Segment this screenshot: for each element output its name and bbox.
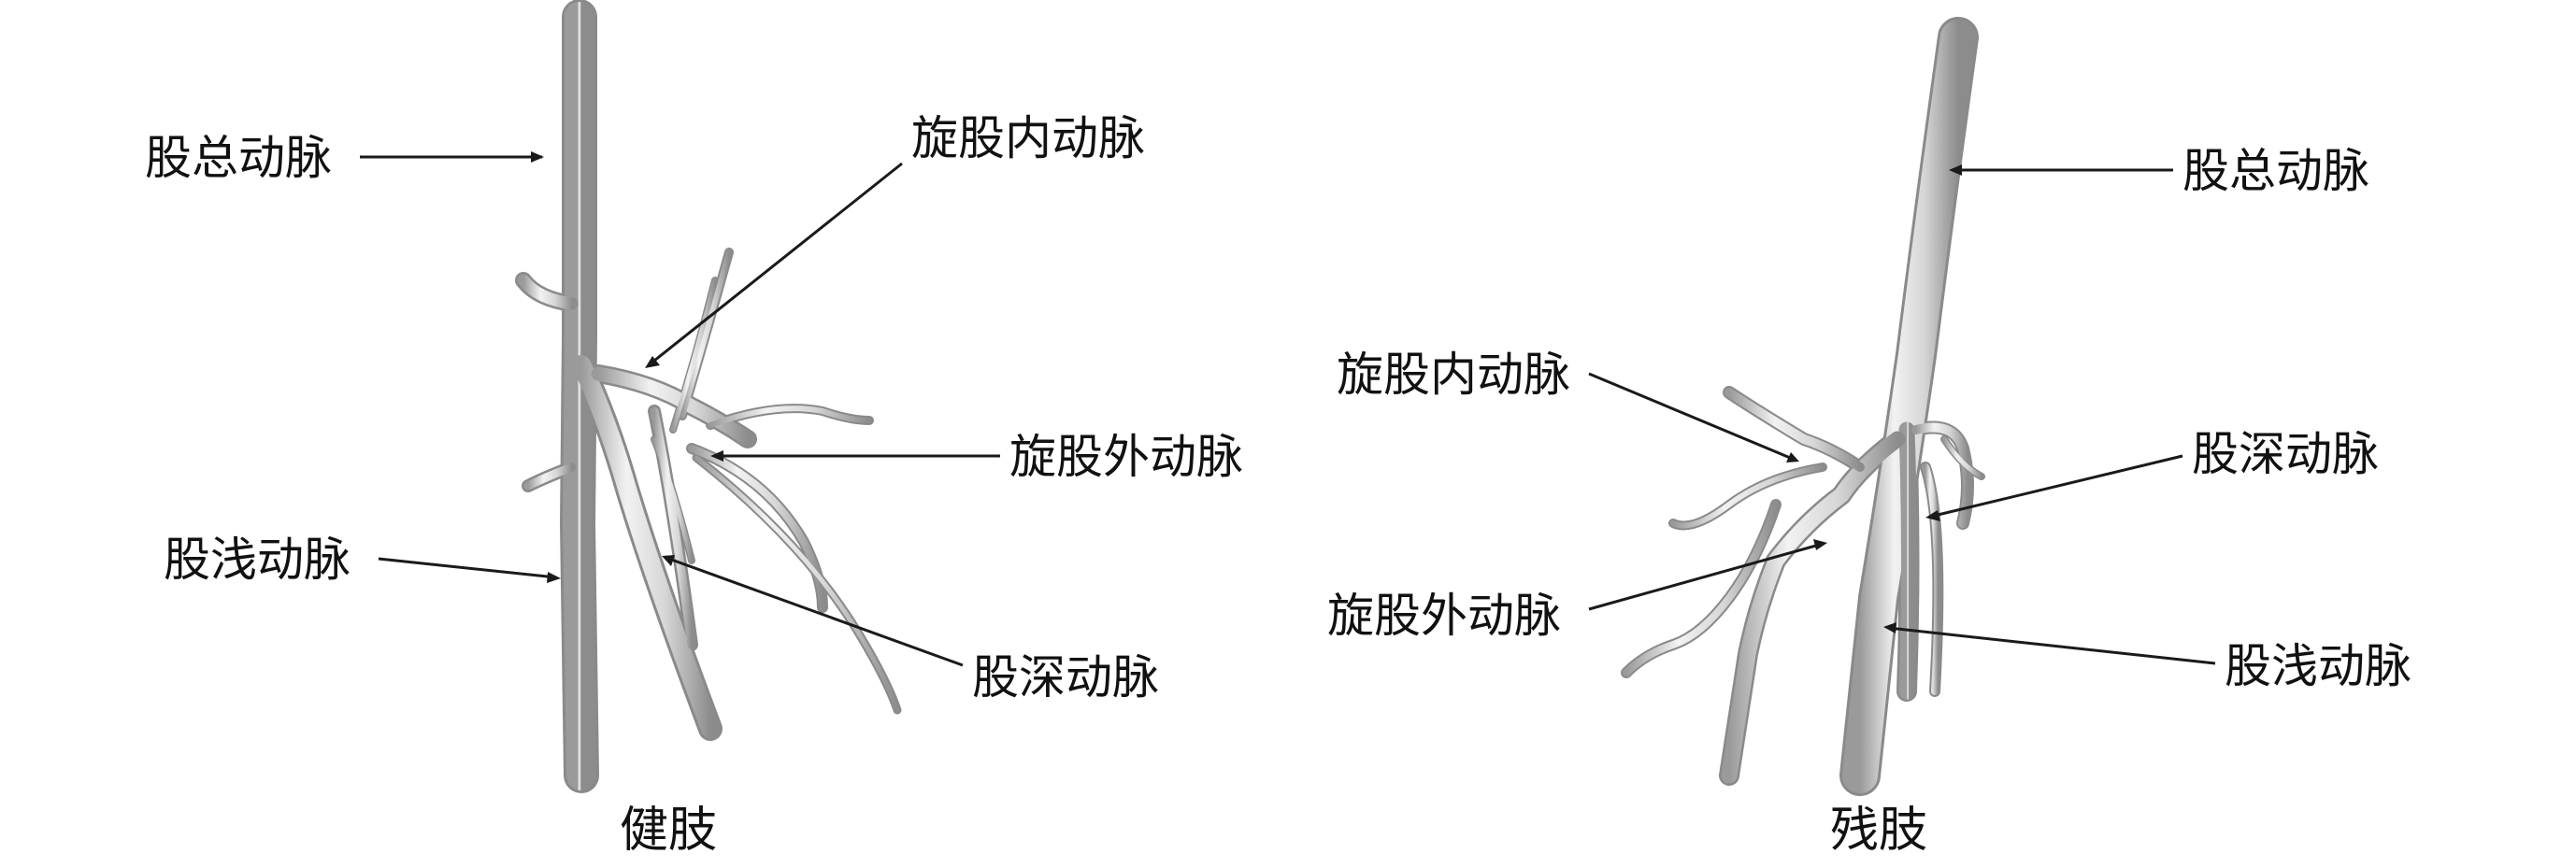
arrowhead-lateral-circumflex-healthy [710, 450, 723, 462]
label-superficial-femoral-residual: 股浅动脉 [2225, 639, 2411, 693]
label-deep-femoral-healthy: 股深动脉 [972, 650, 1159, 704]
label-lateral-circumflex-healthy: 旋股外动脉 [1009, 430, 1243, 484]
leader-superficial-femoral-healthy [378, 557, 557, 579]
residual-limb-vessel-illustration [1621, 17, 1985, 796]
leader-superficial-femoral-residual [1887, 626, 2216, 665]
arrowhead-superficial-femoral-healthy [547, 572, 561, 583]
leader-lateral-circumflex-residual [1588, 542, 1824, 611]
caption-residual-limb: 残肢 [1830, 803, 1927, 859]
healthy-limb-panel: 股总动脉 旋股内动脉 旋股外动脉 股浅动脉 股深动脉 健肢 [145, 0, 1243, 859]
leader-deep-femoral-healthy [665, 556, 964, 667]
arrowhead-lateral-circumflex-residual [1813, 539, 1827, 550]
leader-medial-circumflex-healthy [649, 162, 903, 366]
healthy-limb-vessel-illustration [515, 0, 902, 793]
label-common-femoral-residual: 股总动脉 [2182, 144, 2369, 198]
arrowhead-medial-circumflex-healthy [645, 356, 660, 368]
residual-limb-leader-lines [1588, 164, 2216, 665]
arrowhead-common-femoral-residual [1949, 164, 1962, 176]
residual-limb-panel: 股总动脉 旋股内动脉 股深动脉 旋股外动脉 股浅动脉 残肢 [1327, 17, 2411, 859]
arrowhead-common-femoral-healthy [531, 151, 544, 163]
arrowhead-deep-femoral-residual [1925, 510, 1940, 521]
leader-deep-femoral-residual [1929, 454, 2183, 519]
arrowhead-medial-circumflex-residual [1786, 452, 1799, 462]
label-deep-femoral-residual: 股深动脉 [2192, 427, 2379, 481]
label-medial-circumflex-residual: 旋股内动脉 [1337, 348, 1570, 402]
arrowhead-superficial-femoral-residual [1883, 622, 1896, 633]
label-lateral-circumflex-residual: 旋股外动脉 [1327, 589, 1561, 643]
leader-medial-circumflex-residual [1588, 372, 1796, 462]
healthy-limb-leader-lines [360, 151, 1000, 667]
arrowhead-deep-femoral-healthy [662, 555, 675, 566]
label-common-femoral-healthy: 股总动脉 [145, 131, 332, 185]
label-medial-circumflex-healthy: 旋股内动脉 [911, 111, 1145, 165]
label-superficial-femoral-healthy: 股浅动脉 [164, 533, 351, 587]
caption-healthy-limb: 健肢 [620, 803, 717, 859]
